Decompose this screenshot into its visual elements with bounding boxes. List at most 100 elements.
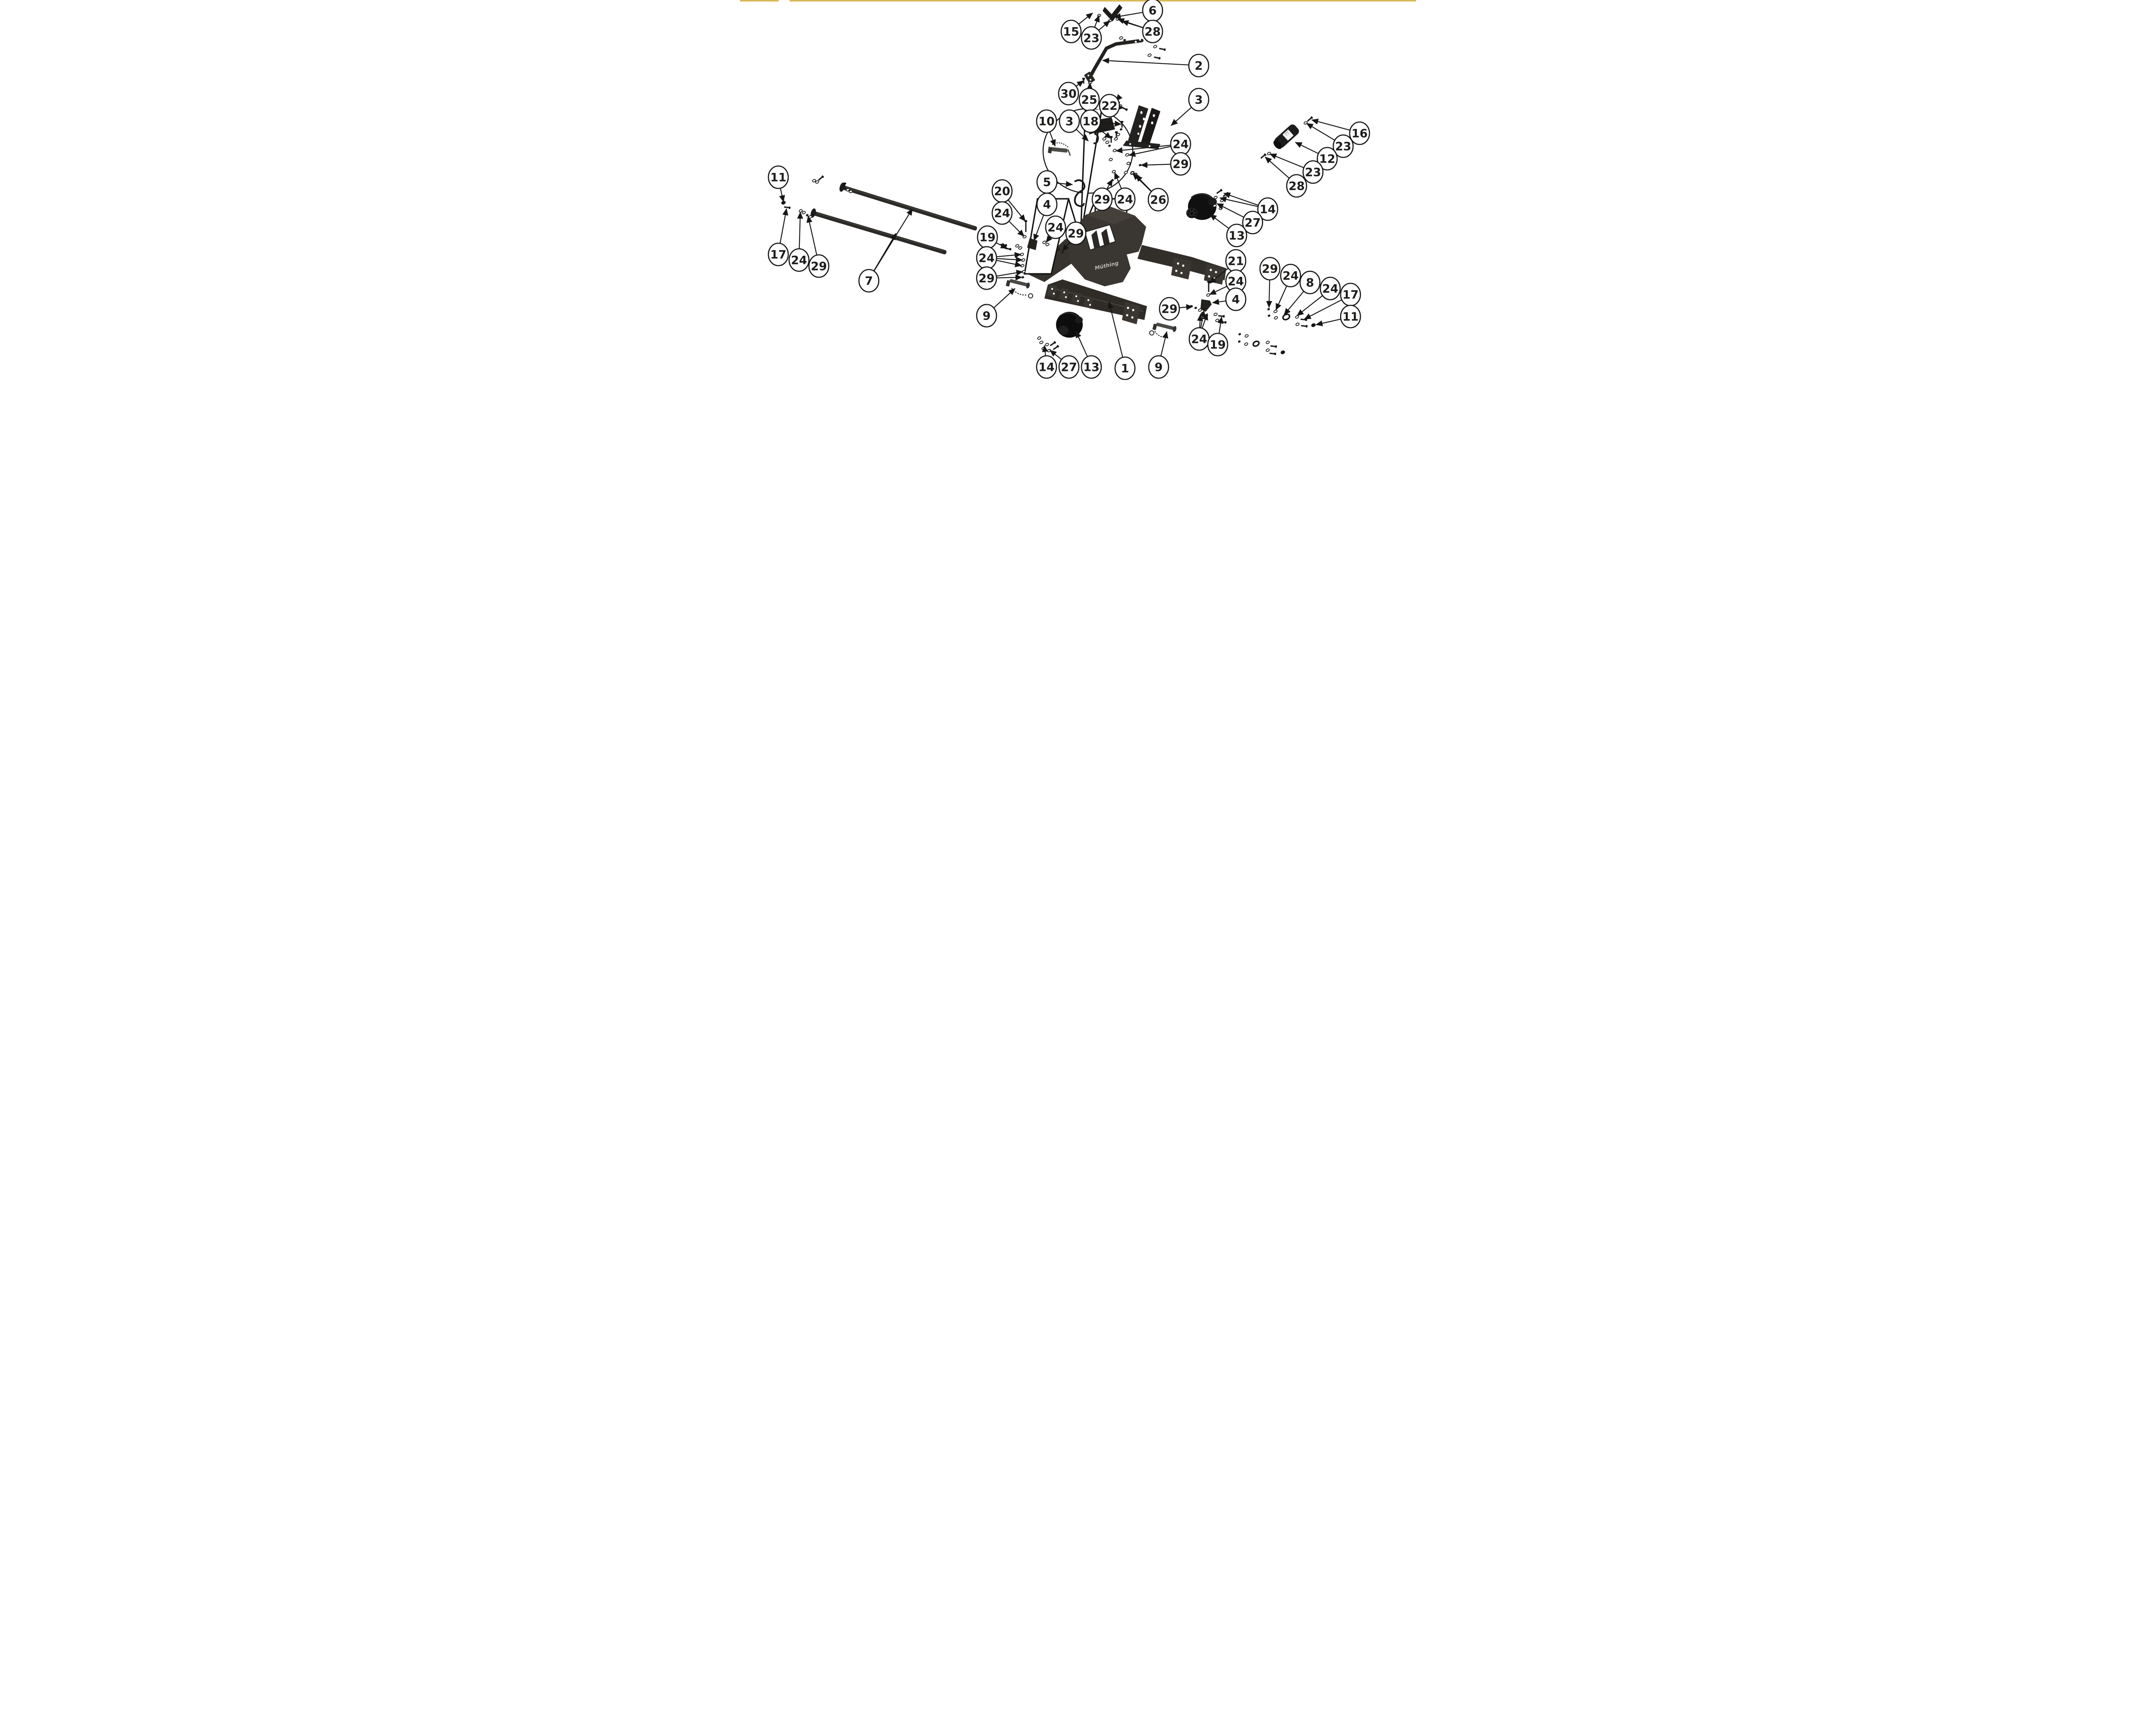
bolt-icon bbox=[1115, 131, 1118, 138]
callout-circle bbox=[1225, 287, 1247, 311]
screw-icon bbox=[1216, 189, 1223, 194]
callout-number: 24 bbox=[1322, 282, 1338, 296]
callout-number: 12 bbox=[1319, 153, 1335, 166]
callout-arrow bbox=[1179, 304, 1193, 310]
callout-1: 1 bbox=[1107, 301, 1136, 380]
callout-number: 14 bbox=[1260, 203, 1276, 216]
callout-circle bbox=[1302, 160, 1324, 184]
callout-arrow bbox=[1171, 107, 1192, 126]
washer-icon bbox=[1114, 137, 1118, 141]
callout-number: 20 bbox=[994, 185, 1010, 198]
callout-24: 24 bbox=[788, 212, 810, 272]
washer-icon bbox=[1039, 341, 1044, 344]
callout-7: 7 bbox=[858, 208, 913, 293]
washer-icon bbox=[1125, 153, 1129, 157]
callout-circle bbox=[808, 254, 830, 278]
screw-icon bbox=[1307, 116, 1313, 122]
nut-icon bbox=[1057, 248, 1061, 251]
callout-number: 24 bbox=[978, 252, 995, 265]
callout-number: 17 bbox=[1342, 288, 1359, 302]
callout-17: 17 bbox=[1304, 282, 1361, 320]
callout-circle bbox=[1147, 188, 1169, 212]
callout-30: 30 bbox=[1058, 80, 1084, 106]
callout-circle bbox=[768, 165, 789, 189]
callout-circle bbox=[788, 248, 810, 272]
screw-icon bbox=[1300, 325, 1308, 328]
washer-icon bbox=[846, 188, 850, 191]
washer-icon bbox=[1244, 342, 1248, 346]
callout-number: 29 bbox=[1262, 263, 1278, 276]
callout-circle bbox=[1257, 197, 1279, 221]
washer-icon bbox=[1105, 141, 1109, 144]
bolt-icon bbox=[1207, 281, 1210, 292]
callout-14: 14 bbox=[1219, 192, 1279, 221]
washer-icon bbox=[1274, 316, 1278, 320]
callout-number: 4 bbox=[1232, 293, 1240, 307]
callout-number: 13 bbox=[1228, 229, 1245, 243]
callout-arrow bbox=[1042, 345, 1048, 356]
callout-circle bbox=[1065, 221, 1087, 245]
callout-21: 21 bbox=[1209, 249, 1247, 284]
callout-23: 23 bbox=[1081, 15, 1110, 50]
callout-circle bbox=[1316, 147, 1338, 171]
callout-arrow bbox=[1008, 200, 1026, 222]
callout-circle bbox=[1340, 304, 1361, 329]
callout-29: 29 bbox=[1091, 179, 1113, 211]
bolt-icon bbox=[1109, 136, 1113, 143]
callout-arrow bbox=[1049, 132, 1056, 147]
callout-number: 19 bbox=[1210, 339, 1226, 352]
callout-arrow bbox=[997, 252, 1022, 258]
callout-arrow bbox=[1050, 350, 1062, 360]
callout-arrow bbox=[1219, 196, 1258, 207]
washer-icon bbox=[1124, 171, 1128, 174]
washer-icon bbox=[1206, 293, 1210, 297]
page-top-border bbox=[740, 0, 1416, 2]
callout-24: 24 bbox=[976, 246, 1023, 270]
callout-number: 17 bbox=[770, 248, 787, 262]
callout-arrow bbox=[1217, 317, 1224, 333]
washer-icon bbox=[812, 179, 816, 182]
callout-11: 11 bbox=[768, 165, 789, 202]
callout-arrow bbox=[1209, 268, 1228, 284]
callout-arrow bbox=[1216, 203, 1244, 218]
callout-arrow bbox=[1306, 123, 1335, 141]
callout-arrow bbox=[1106, 179, 1113, 189]
callout-number: 11 bbox=[1342, 310, 1359, 324]
callout-12: 12 bbox=[1295, 142, 1338, 171]
callout-number: 23 bbox=[1083, 32, 1100, 45]
top-link-arm-part bbox=[1084, 38, 1144, 84]
callout-19: 19 bbox=[1207, 317, 1228, 357]
callout-circle bbox=[858, 269, 880, 293]
parts-diagram-page: Müthing bbox=[740, 0, 1416, 380]
screw-icon bbox=[1269, 352, 1276, 355]
callout-circle bbox=[1286, 174, 1307, 198]
callout-arrow bbox=[1295, 142, 1319, 154]
callout-13: 13 bbox=[1075, 331, 1102, 379]
callout-number: 24 bbox=[1047, 221, 1064, 235]
callout-24: 24 bbox=[1209, 269, 1247, 295]
callout-number: 24 bbox=[1228, 275, 1244, 288]
washer-icon bbox=[1213, 204, 1217, 207]
callout-arrow bbox=[996, 242, 1008, 249]
callout-circle bbox=[991, 201, 1013, 225]
callout-circle bbox=[1099, 94, 1120, 118]
callout-15: 15 bbox=[1060, 13, 1093, 44]
callout-number: 24 bbox=[1172, 138, 1189, 151]
callout-27: 27 bbox=[1216, 203, 1263, 235]
callout-arrow bbox=[997, 270, 1023, 277]
callout-circle bbox=[1080, 109, 1101, 133]
nut-icon bbox=[1238, 333, 1241, 336]
callout-circle bbox=[768, 242, 789, 267]
callout-number: 11 bbox=[770, 171, 787, 185]
callout-24: 24 bbox=[1297, 276, 1341, 316]
callout-circle bbox=[1114, 356, 1136, 380]
washer-icon bbox=[1220, 199, 1224, 202]
callout-circle bbox=[1091, 187, 1113, 211]
callout-arrow bbox=[806, 216, 818, 255]
washer-icon bbox=[1153, 45, 1157, 48]
screw-icon bbox=[784, 206, 791, 209]
washer-icon bbox=[1045, 343, 1049, 346]
callout-arrow bbox=[993, 288, 1015, 308]
callout-arrow bbox=[1128, 146, 1171, 157]
